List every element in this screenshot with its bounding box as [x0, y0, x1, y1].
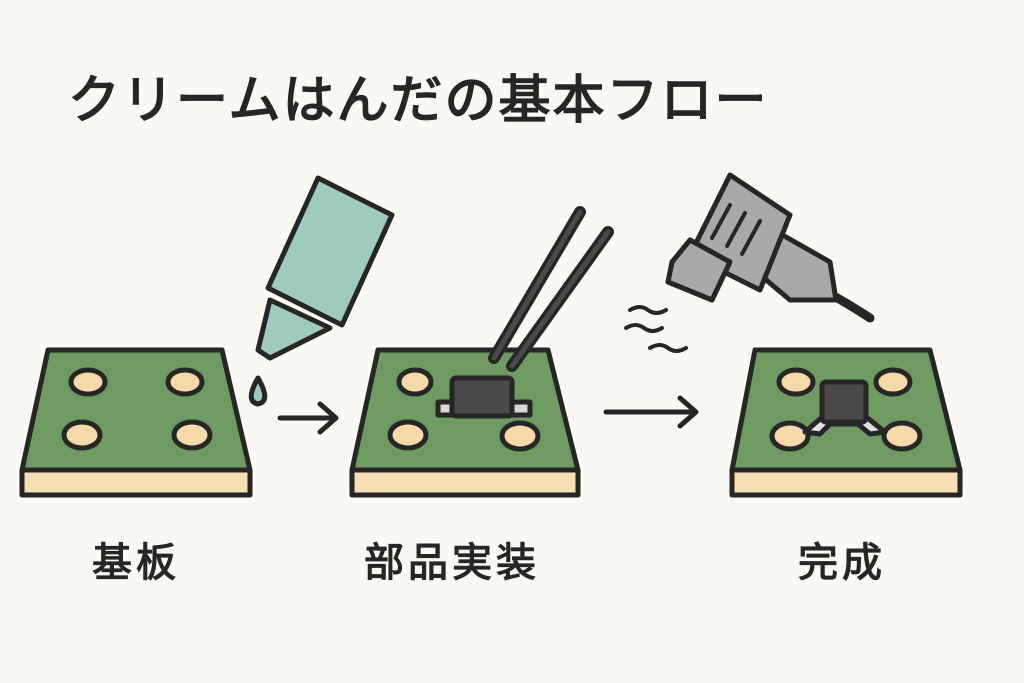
pad — [881, 420, 923, 452]
step-label-complete: 完成 — [798, 540, 886, 586]
heat-waves-icon — [624, 305, 688, 353]
arrow-right-icon — [603, 395, 699, 429]
board-with-component — [349, 347, 581, 498]
pad — [68, 367, 108, 397]
page-title: クリームはんだの基本フロー — [68, 71, 769, 131]
pad — [165, 367, 205, 397]
chip-component — [449, 375, 515, 419]
drop-icon — [248, 375, 268, 407]
heat-gun-icon — [665, 172, 875, 323]
pad — [776, 367, 816, 397]
tweezers-icon — [488, 206, 614, 372]
pad — [396, 367, 434, 397]
pad — [873, 367, 913, 397]
bare-board — [19, 347, 253, 498]
solder-paste-bottle-icon — [248, 175, 395, 407]
step-label-board: 基板 — [92, 540, 180, 586]
pad — [499, 420, 541, 452]
chip-component — [819, 379, 869, 425]
finished-board — [729, 347, 963, 498]
step-label-mounting: 部品実装 — [364, 540, 540, 586]
pad — [61, 419, 103, 451]
pad — [171, 419, 213, 451]
pad — [387, 419, 429, 451]
arrow-right-icon — [277, 401, 339, 435]
pad — [769, 420, 811, 452]
